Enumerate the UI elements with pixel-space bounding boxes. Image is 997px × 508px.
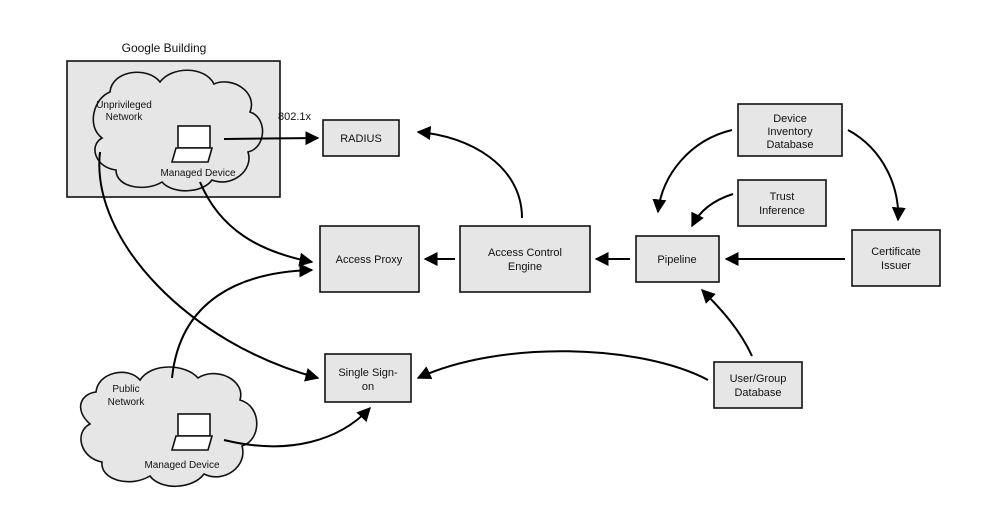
user-group-label-line1: User/Group [730, 373, 787, 385]
access-control-engine-node: Access Control Engine [459, 225, 591, 293]
access-control-engine-label-line1: Access Control [488, 247, 562, 259]
building-title: Google Building [122, 41, 207, 55]
edge-label-8021x: 802.1x [278, 111, 312, 123]
edge-ace-to-radius [416, 125, 523, 219]
edge-device-to-radius [223, 131, 320, 146]
trust-inference-node: Trust Inference [737, 179, 827, 227]
single-sign-on-label-line1: Single Sign- [338, 367, 398, 379]
access-control-engine-label-line2: Engine [508, 261, 542, 273]
edge-public-network-to-access-proxy [171, 263, 314, 379]
edge-trust-inference-to-pipeline [691, 193, 734, 228]
unprivileged-network-label-line2: Network [106, 112, 144, 123]
public-network-label-line1: Public [112, 384, 139, 395]
trust-inference-label-line2: Inference [759, 205, 805, 217]
user-group-label-line2: Database [734, 387, 781, 399]
device-inventory-database-node: Device Inventory Database [737, 103, 843, 157]
public-network-label-line2: Network [108, 397, 146, 408]
certificate-issuer-label-line1: Certificate [871, 246, 921, 258]
edge-inventory-to-pipeline [652, 129, 733, 214]
device-inventory-label-line2: Inventory [767, 126, 813, 138]
internal-managed-device-label: Managed Device [160, 168, 235, 179]
user-group-database-node: User/Group Database [713, 361, 803, 409]
single-sign-on-label-line2: on [362, 381, 374, 393]
edge-inventory-to-certificate-issuer [847, 129, 906, 222]
access-proxy-label: Access Proxy [336, 254, 403, 266]
pipeline-node: Pipeline [635, 235, 720, 283]
edge-network-to-single-sign-on [98, 151, 320, 382]
unprivileged-network-label-line1: Unprivileged [96, 100, 152, 111]
edge-device-to-access-proxy [199, 181, 314, 267]
device-inventory-label-line1: Device [773, 113, 807, 125]
edge-user-group-to-pipeline [701, 289, 753, 357]
access-proxy-node: Access Proxy [319, 225, 420, 293]
single-sign-on-node: Single Sign- on [324, 353, 412, 403]
trust-inference-label-line1: Trust [770, 191, 795, 203]
laptop-icon [170, 413, 214, 451]
edge-user-group-to-single-sign-on [416, 350, 709, 381]
public-managed-device-label: Managed Device [144, 460, 219, 471]
radius-label: RADIUS [340, 133, 382, 145]
edge-public-device-to-single-sign-on [223, 406, 371, 448]
pipeline-label: Pipeline [657, 254, 696, 266]
public-network-cloud: Public Network [79, 366, 258, 487]
laptop-icon [170, 125, 214, 163]
certificate-issuer-node: Certificate Issuer [851, 229, 941, 287]
radius-node: RADIUS [322, 119, 400, 157]
certificate-issuer-label-line2: Issuer [881, 260, 911, 272]
device-inventory-label-line3: Database [766, 139, 813, 151]
